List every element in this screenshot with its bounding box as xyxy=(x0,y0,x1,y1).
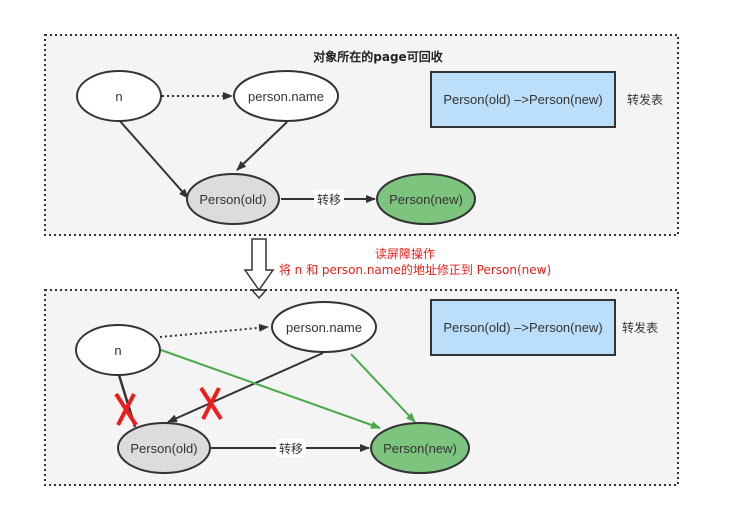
edge-person-name-to-person-old xyxy=(236,121,288,171)
hollow-down-arrow-tip xyxy=(250,289,268,300)
top-panel: 对象所在的page可回收 转移 n person.name Person(old… xyxy=(44,34,679,236)
node-person-name[interactable] xyxy=(233,70,339,122)
forwarding-table-box xyxy=(430,71,616,128)
read-barrier-title: 读屏障操作 xyxy=(375,246,435,261)
forwarding-table-entry: Person(old) –>Person(new) xyxy=(443,92,602,107)
node-person-name-label: person.name xyxy=(286,320,362,335)
node-n[interactable] xyxy=(76,70,162,122)
edge-n-to-person-new-corrected xyxy=(160,349,381,429)
node-person-new-label: Person(new) xyxy=(383,441,457,456)
edge-label-move: 转移 xyxy=(317,192,341,207)
forwarding-table-label: 转发表 xyxy=(622,320,658,335)
read-barrier-description: 将 n 和 person.name的地址修正到 Person(new) xyxy=(279,262,551,277)
hollow-down-arrow-icon xyxy=(243,238,275,292)
edge-n-to-person-old xyxy=(118,119,189,199)
node-person-old-label: Person(old) xyxy=(130,441,197,456)
node-person-new[interactable] xyxy=(370,422,470,474)
node-person-old[interactable] xyxy=(117,422,211,474)
cross-icon xyxy=(199,386,223,421)
edge-person-name-to-person-old-broken xyxy=(167,352,324,423)
node-person-name-label: person.name xyxy=(248,89,324,104)
node-person-name[interactable] xyxy=(271,301,377,353)
forwarding-table-box xyxy=(430,299,616,356)
transition: 读屏障操作 将 n 和 person.name的地址修正到 Person(new… xyxy=(243,238,551,292)
edge-n-to-person-name-dotted xyxy=(159,323,269,338)
edge-person-name-to-person-new-corrected xyxy=(350,353,416,423)
bottom-panel: 转移 n person.name Person(old) Person(new)… xyxy=(44,289,679,486)
top-panel-title: 对象所在的page可回收 xyxy=(313,49,442,64)
edge-label-bg xyxy=(276,439,306,457)
node-person-old-label: Person(old) xyxy=(199,192,266,207)
node-n-label: n xyxy=(114,343,121,358)
node-n-label: n xyxy=(115,89,122,104)
edge-label-move: 转移 xyxy=(279,441,303,456)
node-person-old[interactable] xyxy=(186,173,280,225)
forwarding-table-entry: Person(old) –>Person(new) xyxy=(443,320,602,335)
edge-label-bg xyxy=(314,190,344,208)
top-panel-frame xyxy=(44,34,679,236)
node-n[interactable] xyxy=(75,324,161,376)
node-person-new[interactable] xyxy=(376,173,476,225)
cross-icon xyxy=(114,392,138,427)
node-person-new-label: Person(new) xyxy=(389,192,463,207)
forwarding-table-label: 转发表 xyxy=(627,92,663,107)
